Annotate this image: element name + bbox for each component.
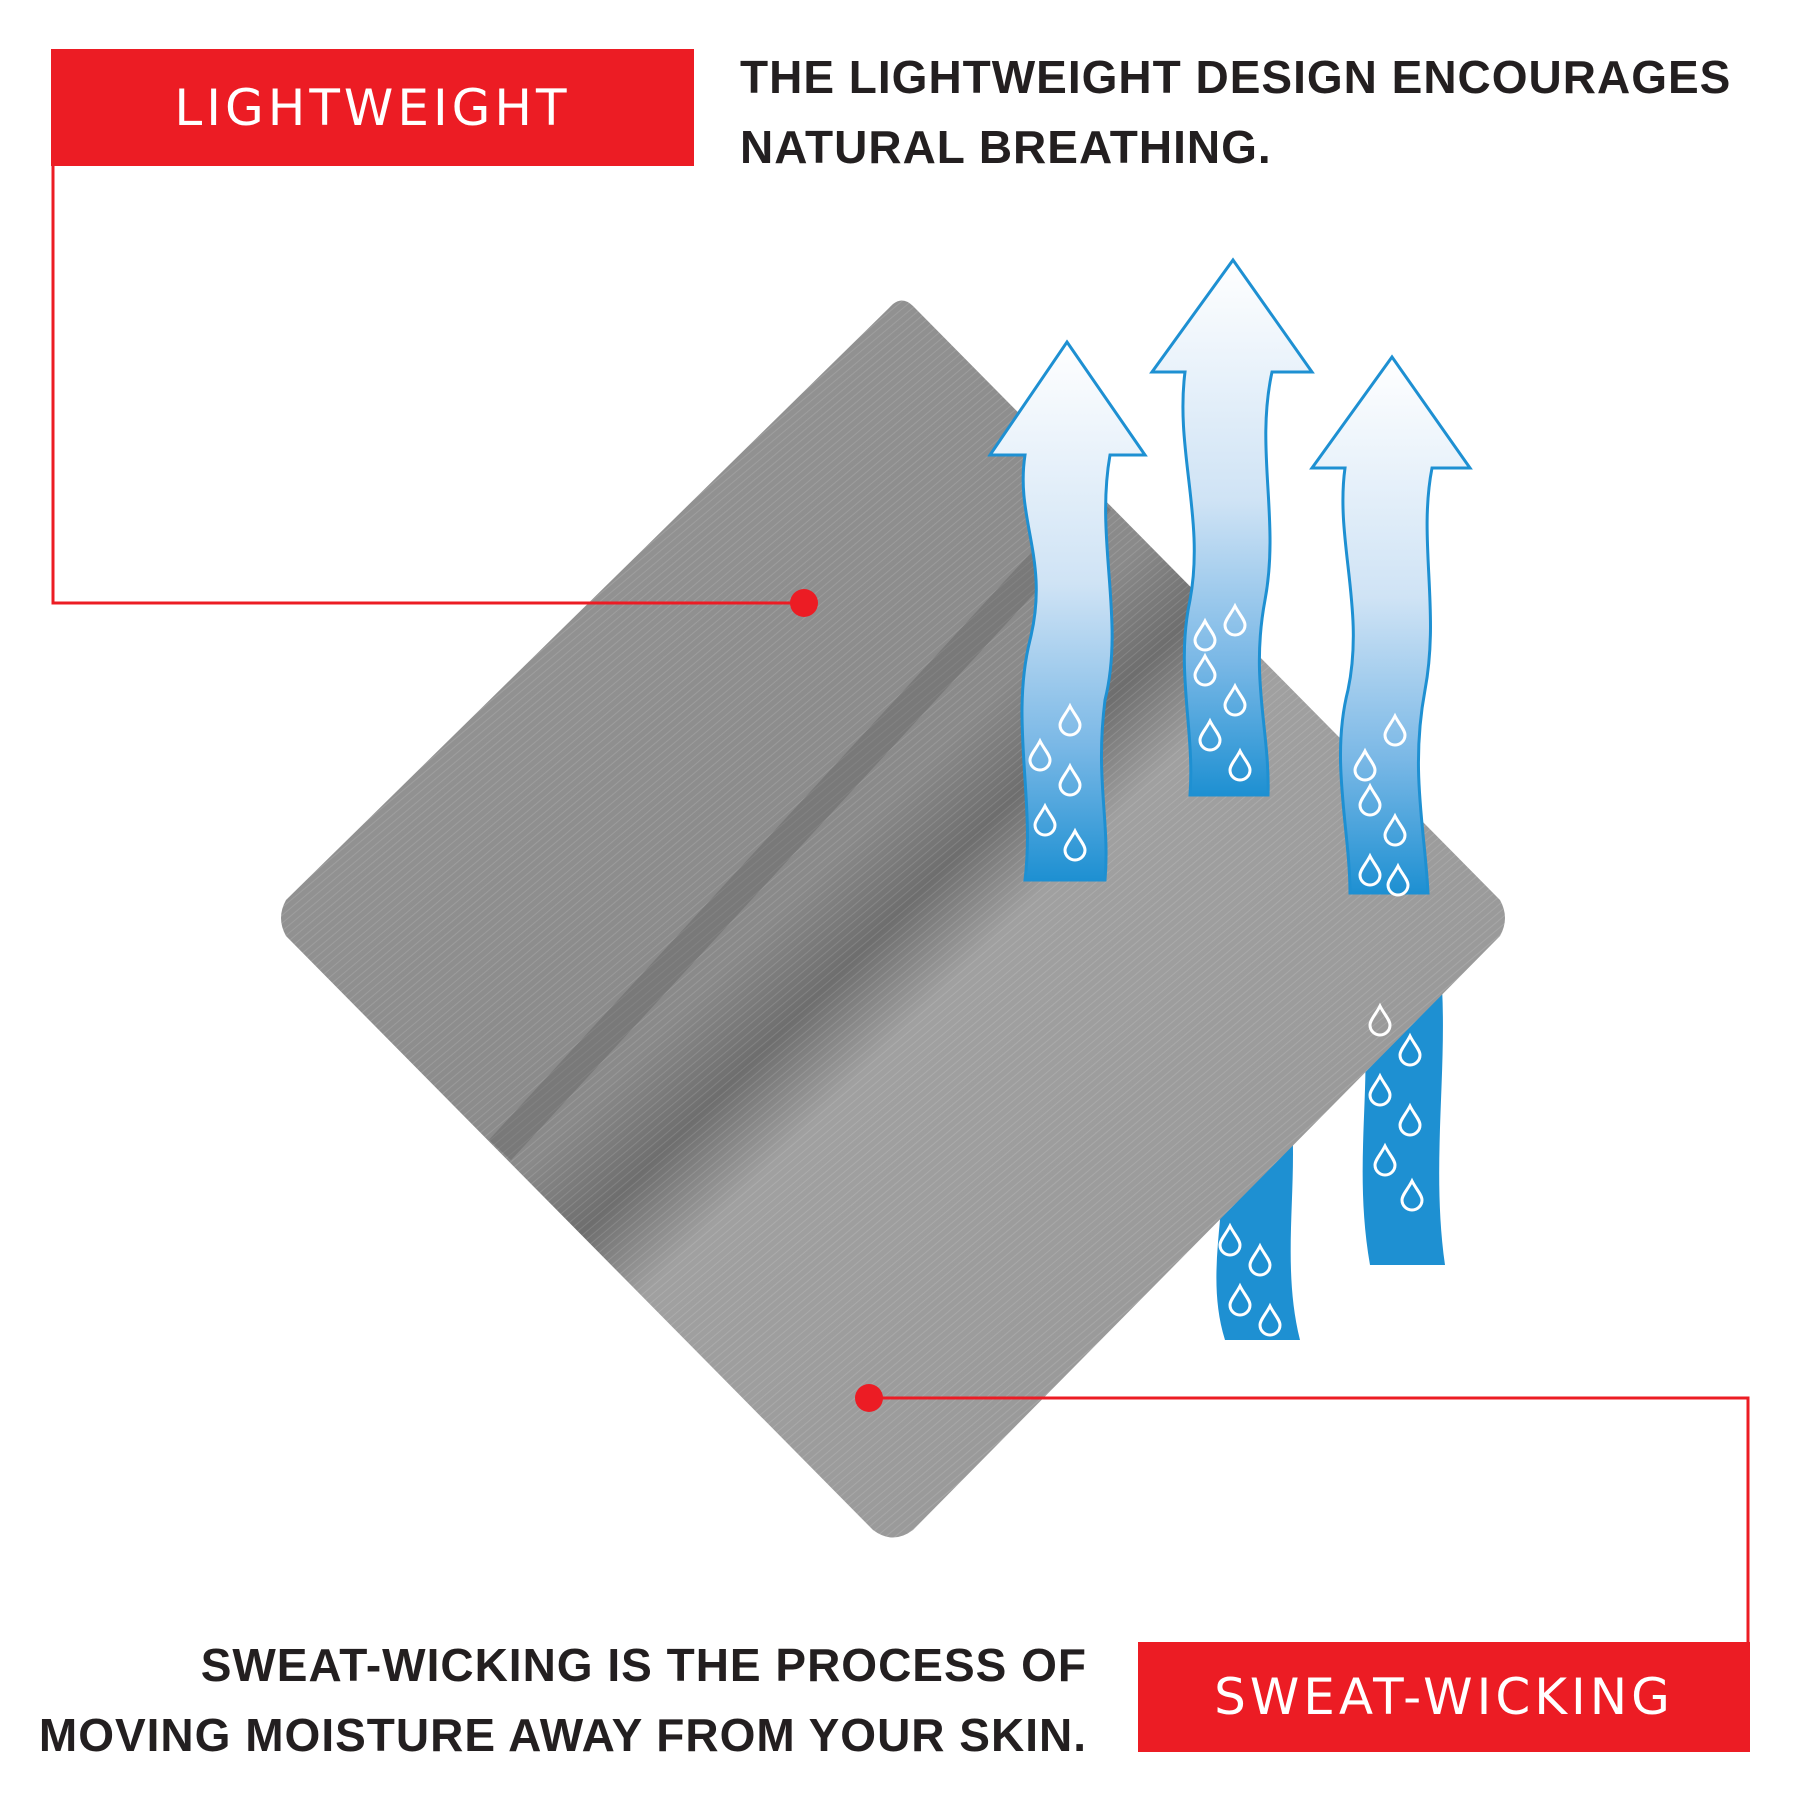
water-drop-icon [1386, 862, 1410, 897]
lightweight-dot [790, 589, 818, 617]
water-drop-icon [1398, 1102, 1422, 1137]
water-drop-icon [1193, 617, 1217, 652]
water-drop-icon [1400, 1177, 1424, 1212]
water-drop-icon [1228, 747, 1252, 782]
water-drop-icon [1248, 1242, 1272, 1277]
breathing-arrow-icon [987, 257, 1473, 895]
water-drop-icon [1058, 762, 1082, 797]
water-drop-icon [1218, 1222, 1242, 1257]
sweat-wicking-description: SWEAT-WICKING IS THE PROCESS OF MOVING M… [39, 1630, 1087, 1770]
water-drop-icon [1223, 602, 1247, 637]
sweat-wicking-dot [855, 1384, 883, 1412]
description-line: MOVING MOISTURE AWAY FROM YOUR SKIN. [38, 1709, 1087, 1761]
water-drop-icon [1398, 1032, 1422, 1067]
description-line: SWEAT-WICKING IS THE PROCESS OF [200, 1639, 1087, 1691]
description-line: NATURAL BREATHING. [740, 121, 1272, 173]
water-drop-icon [1028, 602, 1424, 1337]
lightweight-label: LIGHTWEIGHT [51, 49, 694, 166]
lightweight-leader-line [51, 166, 804, 605]
water-drop-icon [1383, 812, 1407, 847]
water-drop-icon [1063, 827, 1087, 862]
water-drop-icon [1358, 782, 1382, 817]
water-drop-icon [1028, 737, 1052, 772]
lightweight-description: THE LIGHTWEIGHT DESIGN ENCOURAGES NATURA… [740, 42, 1731, 182]
sweat-wicking-leader-line [869, 1396, 1750, 1645]
water-drop-icon [1193, 652, 1217, 687]
water-drop-icon [1368, 1002, 1392, 1037]
water-drop-icon [1228, 1282, 1252, 1317]
water-drop-icon [1368, 1072, 1392, 1107]
fabric-swatch [281, 300, 1505, 1538]
water-drop-icon [1198, 717, 1222, 752]
water-drop-icon [1033, 802, 1057, 837]
sweat-wicking-label: SWEAT-WICKING [1138, 1642, 1750, 1752]
water-drop-icon [1058, 702, 1082, 737]
water-drop-icon [1383, 712, 1407, 747]
water-drop-icon [1258, 1302, 1282, 1337]
water-drop-icon [1358, 852, 1382, 887]
description-line: THE LIGHTWEIGHT DESIGN ENCOURAGES [740, 51, 1732, 103]
water-drop-icon [1353, 747, 1377, 782]
water-drop-icon [1223, 682, 1247, 717]
water-drop-icon [1373, 1142, 1397, 1177]
